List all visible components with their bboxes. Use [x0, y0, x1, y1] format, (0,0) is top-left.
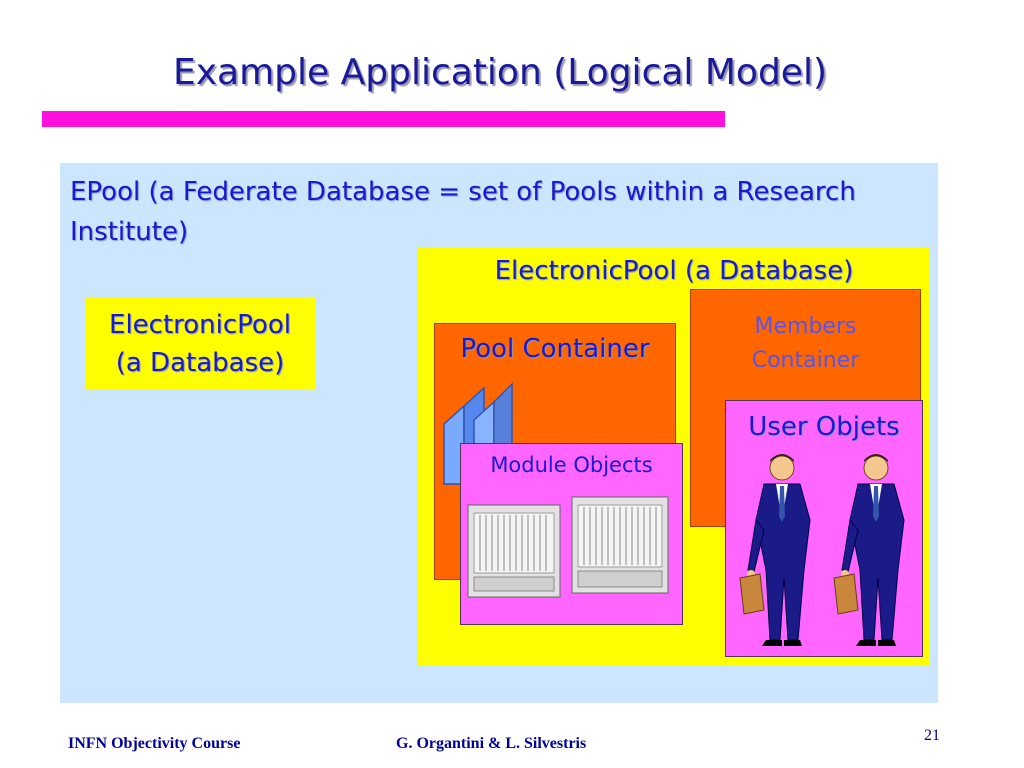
electronic-pool-small-label: ElectronicPool (a Database)	[85, 306, 315, 382]
user-objects-label: User Objets	[748, 412, 900, 442]
small-db-line2: (a Database)	[115, 348, 285, 378]
module-objects-label: Module Objects	[490, 453, 653, 477]
small-db-line1: ElectronicPool	[109, 310, 291, 340]
rack-left	[467, 504, 561, 598]
businessman-icon	[833, 454, 905, 646]
members-container-label: Members Container	[690, 310, 921, 378]
footer-authors: G. Organtini & L. Silvestris	[396, 735, 587, 752]
rack-right	[571, 496, 669, 594]
electronic-pool-small-box	[85, 298, 315, 390]
pool-container-label: Pool Container	[460, 334, 650, 364]
epool-label: EPool (a Federate Database = set of Pool…	[70, 177, 856, 247]
slide-title: Example Application (Logical Model)	[173, 52, 827, 93]
electronic-pool-big-label: ElectronicPool (a Database)	[494, 256, 854, 286]
members-line1: Members	[754, 314, 857, 339]
crate-rack-icon	[467, 496, 669, 598]
title-underline	[42, 111, 725, 127]
businessman-icon	[739, 454, 811, 646]
footer-course: INFN Objectivity Course	[68, 735, 241, 752]
page-number: 21	[924, 727, 940, 744]
members-line2: Container	[751, 348, 860, 373]
